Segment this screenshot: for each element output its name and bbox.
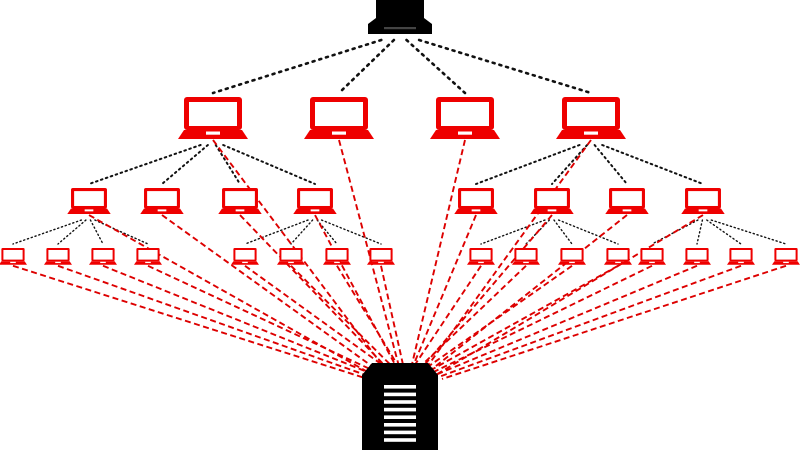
peer-link xyxy=(601,144,704,185)
laptop-icon xyxy=(512,248,540,265)
peer-link xyxy=(475,144,581,185)
c2-link xyxy=(410,139,466,368)
laptop-icon xyxy=(134,248,162,265)
peer-link xyxy=(480,219,546,245)
rack-slot xyxy=(384,407,416,412)
peer-link xyxy=(706,219,742,245)
c2-link xyxy=(420,265,573,373)
peer-link xyxy=(696,219,704,245)
c2-link xyxy=(433,264,698,377)
laptop-icon xyxy=(178,97,248,139)
peer-link xyxy=(405,38,467,95)
peer-link xyxy=(593,144,628,185)
c2-link xyxy=(437,264,742,379)
rack-slot xyxy=(384,385,416,389)
server-rack-icon xyxy=(362,363,438,450)
c2-link xyxy=(239,214,391,372)
c2-link xyxy=(426,214,628,374)
laptop-icon xyxy=(683,248,711,265)
peer-link xyxy=(214,144,241,185)
laptop-icon xyxy=(218,188,262,215)
laptop-icon xyxy=(67,188,111,215)
c2-link xyxy=(244,265,391,372)
c2-link xyxy=(161,214,383,375)
peer-link xyxy=(12,219,83,245)
peer-link xyxy=(320,219,382,245)
laptop-icon xyxy=(681,188,725,215)
laptop-icon xyxy=(467,248,495,265)
rack-slot xyxy=(384,430,416,435)
laptop-icon xyxy=(638,248,666,265)
peer-link xyxy=(89,219,104,245)
peer-link xyxy=(161,144,209,185)
top-server-icon xyxy=(368,0,432,34)
laptop-icon xyxy=(772,248,800,265)
laptop-icon xyxy=(604,248,632,265)
c2-link xyxy=(380,265,405,366)
rack-slot xyxy=(384,415,416,419)
laptop-icon xyxy=(293,188,337,215)
laptop-icon xyxy=(89,248,117,265)
laptop-icon xyxy=(44,248,72,265)
laptop-icon xyxy=(304,97,374,139)
c2-link xyxy=(416,265,527,371)
peer-link xyxy=(417,38,593,95)
peer-link xyxy=(710,219,787,245)
peer-link xyxy=(290,219,314,245)
laptop-icon xyxy=(277,248,305,265)
c2-link xyxy=(418,214,553,372)
laptop-icon xyxy=(530,188,574,215)
peer-link xyxy=(222,144,316,185)
c2-link xyxy=(338,139,401,368)
peer-links-layer xyxy=(12,38,787,245)
c2-link xyxy=(411,214,477,369)
c2-link xyxy=(147,264,382,375)
laptop-icon xyxy=(323,248,351,265)
rack-slot xyxy=(384,392,416,397)
rack-slot xyxy=(384,423,416,427)
laptop-icon xyxy=(231,248,259,265)
laptop-icon xyxy=(454,188,498,215)
laptop-icon xyxy=(430,97,500,139)
c2-link xyxy=(425,264,619,374)
peer-link xyxy=(553,219,573,245)
c2-link xyxy=(12,264,369,380)
peer-link xyxy=(337,38,396,95)
peer-link xyxy=(244,219,309,245)
c2-link xyxy=(102,264,377,377)
c2-links-layer xyxy=(12,139,787,380)
laptop-icon xyxy=(727,248,755,265)
laptop-icon xyxy=(0,248,28,265)
peer-link xyxy=(88,144,202,185)
laptop-icon xyxy=(556,97,626,139)
peer-link xyxy=(211,38,383,95)
c2-link xyxy=(441,264,787,380)
rack-slot xyxy=(384,400,416,404)
c2-link xyxy=(290,265,396,370)
laptop-icon xyxy=(140,188,184,215)
c2-link xyxy=(336,265,400,368)
peer-link xyxy=(94,219,149,245)
laptop-icon xyxy=(605,188,649,215)
c2-link xyxy=(88,214,376,378)
rack-slot xyxy=(384,438,416,442)
c2-link xyxy=(57,264,373,379)
c2-link xyxy=(428,264,653,376)
laptop-icon xyxy=(367,248,395,265)
peer-link xyxy=(57,219,87,245)
peer-link xyxy=(557,219,619,245)
peer-link xyxy=(551,144,589,185)
c2-link xyxy=(412,265,482,369)
laptop-icon xyxy=(558,248,586,265)
